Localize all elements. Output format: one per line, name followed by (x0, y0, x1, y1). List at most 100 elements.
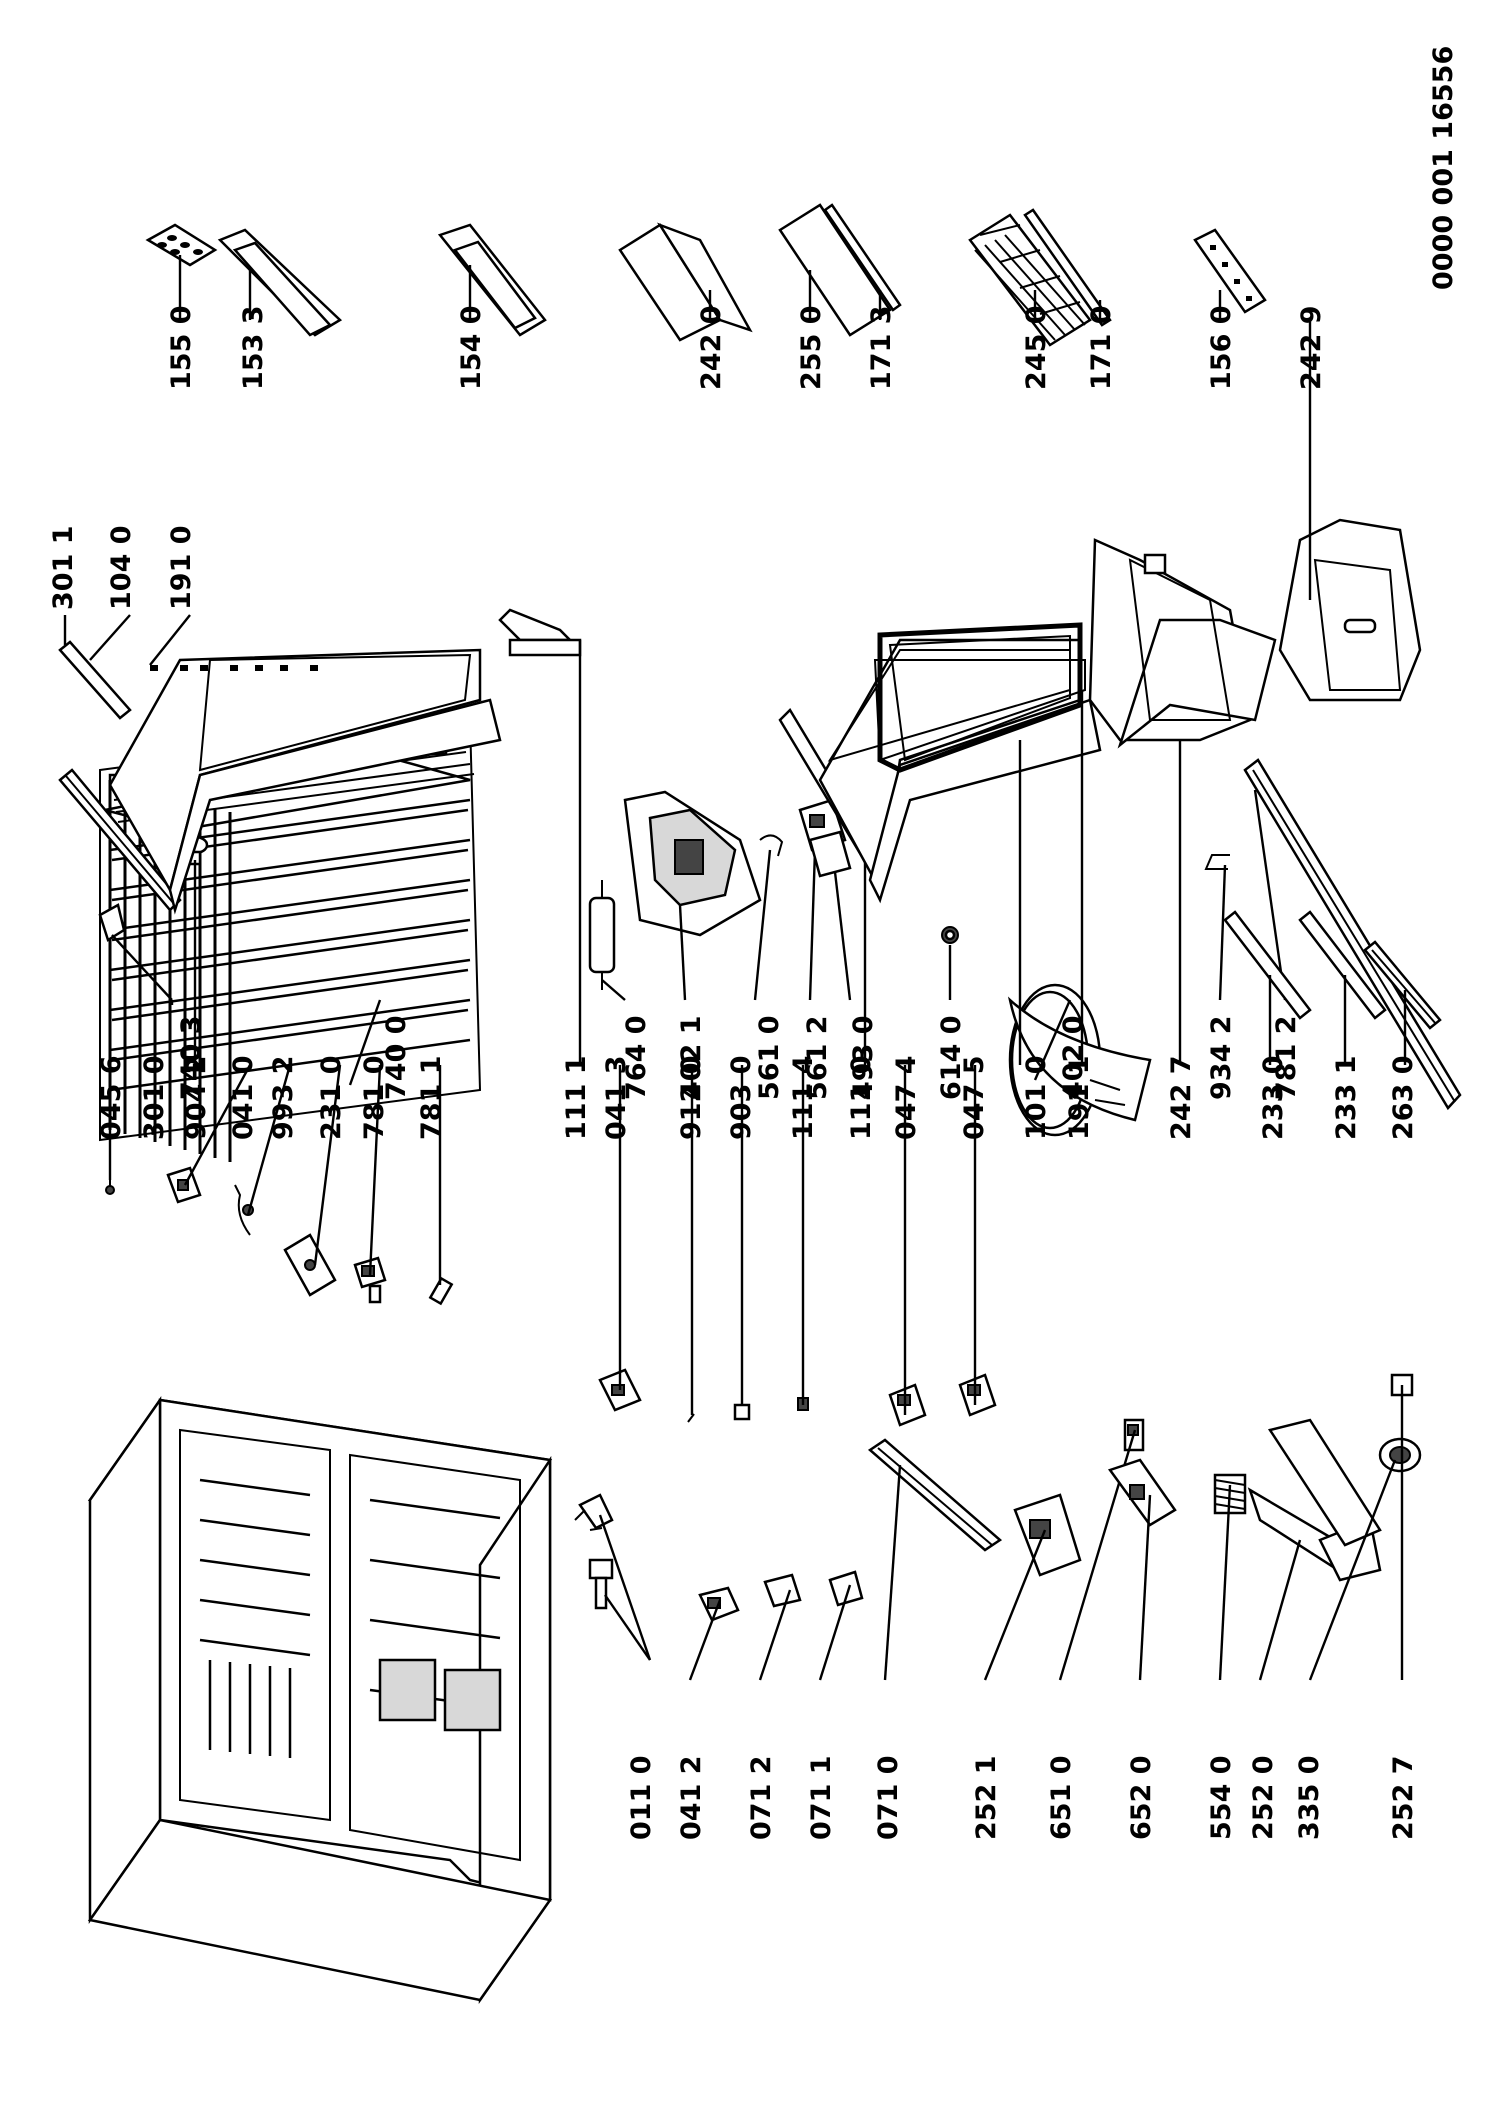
labels-column-4: 155 0 153 3 154 0 242 0 255 0 171 3 245 … (166, 305, 1327, 390)
label-041-0: 041 0 (228, 1055, 259, 1140)
thermostat-housing (1013, 1493, 1082, 1577)
freezer-door-strip (58, 640, 132, 720)
condenser-group: 740 3 740 0 764 0 402 1 561 0 561 2 493 … (98, 718, 1462, 1162)
label-045-6: 045 6 (96, 1055, 127, 1140)
label-101-0: 101 0 (1021, 1055, 1052, 1140)
label-111-4: 111 4 (788, 1055, 819, 1140)
compressor-clip (1204, 854, 1230, 870)
label-155-0: 155 0 (166, 305, 197, 390)
fridge-door-gasket (877, 622, 1083, 773)
compressor (1007, 983, 1152, 1137)
labels-column-3: 045 6 301 0 904 2 041 0 993 2 231 0 781 … (48, 525, 1419, 1140)
label-651-0: 651 0 (1046, 1755, 1077, 1840)
bottom-plate (1243, 758, 1462, 1111)
label-233-0: 233 0 (1258, 1055, 1289, 1140)
thermal-protector (808, 830, 852, 878)
label-041-2: 041 2 (676, 1755, 707, 1840)
label-047-4: 047 4 (891, 1055, 922, 1140)
label-071-2: 071 2 (746, 1755, 777, 1840)
door-parts-group: 045 6 301 0 904 2 041 0 993 2 231 0 781 … (48, 518, 1442, 1427)
condenser-clip (98, 903, 126, 942)
label-104-0: 104 0 (106, 525, 137, 610)
label-154-0: 154 0 (456, 305, 487, 390)
door-handle (867, 1438, 1003, 1552)
label-047-5: 047 5 (959, 1055, 990, 1140)
screw (687, 1413, 695, 1423)
freezer-door (108, 648, 502, 915)
cable-grommet (941, 926, 959, 944)
label-912-0: 912 0 (676, 1055, 707, 1140)
upper-hinge (166, 1166, 202, 1204)
label-111-0: 111 0 (846, 1055, 877, 1140)
label-153-3: 153 3 (238, 305, 269, 390)
label-252-1: 252 1 (971, 1755, 1002, 1840)
label-554-0: 554 0 (1206, 1755, 1237, 1840)
foot-cap (428, 1276, 454, 1306)
label-156-0: 156 0 (1206, 305, 1237, 390)
thermostat-panel (1247, 1418, 1382, 1582)
label-252-7: 252 7 (1388, 1755, 1419, 1840)
label-071-1: 071 1 (806, 1755, 837, 1840)
door-hinge-cap-top (888, 1383, 927, 1427)
label-740-0: 740 0 (381, 1015, 412, 1100)
crisper-drawer (1088, 538, 1277, 749)
label-903-0: 903 0 (726, 1055, 757, 1140)
label-904-2: 904 2 (181, 1055, 212, 1140)
drawer-rail-left (1223, 910, 1312, 1020)
label-245-0: 245 0 (1021, 305, 1052, 390)
door-balcony-small (217, 228, 343, 337)
glass-shelf (778, 203, 892, 337)
label-171-3: 171 3 (866, 305, 897, 390)
label-402-0: 402 0 (1058, 1015, 1089, 1100)
hinge-cover (283, 1233, 337, 1297)
label-242-0: 242 0 (696, 305, 727, 390)
label-233-1: 233 1 (1331, 1055, 1362, 1140)
door-bin (618, 222, 753, 342)
label-301-1: 301 1 (48, 525, 79, 610)
wire-shelf (968, 213, 1092, 347)
egg-tray (145, 223, 218, 267)
label-652-0: 652 0 (1126, 1755, 1157, 1840)
drawer-cover-rail (1363, 940, 1442, 1030)
label-781-0: 781 0 (359, 1055, 390, 1140)
label-993-2: 993 2 (268, 1055, 299, 1140)
label-242-9: 242 9 (1296, 305, 1327, 390)
label-493-0: 493 0 (848, 1015, 879, 1100)
label-071-0: 071 0 (873, 1755, 904, 1840)
glass-shelf-trim (823, 203, 902, 312)
thermostat-knob (1378, 1437, 1422, 1473)
label-231-0: 231 0 (316, 1055, 347, 1140)
label-041-3: 041 3 (601, 1055, 632, 1140)
label-263-0: 263 0 (1388, 1055, 1419, 1140)
label-781-2: 781 2 (1271, 1015, 1302, 1100)
label-614-0: 614 0 (936, 1015, 967, 1100)
label-191-1: 191 1 (1064, 1055, 1095, 1140)
label-934-2: 934 2 (1206, 1015, 1237, 1100)
compressor-cover (623, 790, 762, 937)
labels-column-2: 011 0 041 2 071 2 071 1 071 0 252 1 651 … (626, 1755, 1419, 1840)
label-561-0: 561 0 (754, 1015, 785, 1100)
door-cable (234, 1184, 251, 1236)
lamp-switch (1107, 1458, 1177, 1527)
wire-shelf-trim (1023, 208, 1112, 327)
document-number: 0000 001 16556 (1428, 46, 1459, 290)
drawer-rail-right (1298, 910, 1387, 1020)
label-764-0: 764 0 (621, 1015, 652, 1100)
label-781-1: 781 1 (416, 1055, 447, 1140)
door-stop-alt (828, 1570, 864, 1607)
label-335-0: 335 0 (1294, 1755, 1325, 1840)
labels-column-1: 740 3 740 0 764 0 402 1 561 0 561 2 493 … (176, 1015, 1302, 1100)
label-171-0: 171 0 (1086, 305, 1117, 390)
label-191-0: 191 0 (166, 525, 197, 610)
door-bottom-strip (498, 608, 582, 657)
label-011-0: 011 0 (626, 1755, 657, 1840)
cabinet-group: 011 0 041 2 071 2 071 1 071 0 252 1 651 … (87, 1373, 1422, 2004)
door-trim-strip (58, 768, 182, 912)
door-balcony-large (437, 223, 547, 337)
bushing (733, 1403, 751, 1421)
label-255-0: 255 0 (796, 305, 827, 390)
accessories-group: 155 0 153 3 154 0 242 0 255 0 171 3 245 … (145, 203, 1327, 540)
refrigerator-cabinet (87, 1396, 553, 2004)
